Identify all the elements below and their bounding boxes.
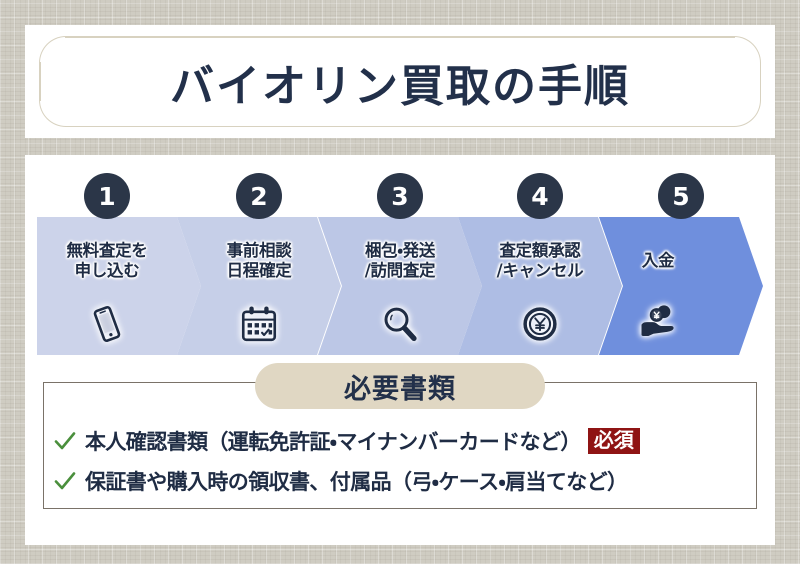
title-card: バイオリン買取の手順 <box>25 25 775 138</box>
check-icon <box>53 469 77 493</box>
document-item-text: 保証書や購入時の領収書、付属品（弓・ケース・肩当てなど） <box>85 470 628 494</box>
frame-line-right <box>759 62 761 101</box>
main-panel: 1 無料査定を 申し込む 2 事前相談 日程確定 3 梱包・発送 /訪問査定 4 査定額承認 … <box>25 155 775 545</box>
step-label: 無料査定を 申し込む <box>66 241 148 281</box>
frame-line-bottom <box>65 125 735 127</box>
document-item-text: 本人確認書類（運転免許証・マイナンバーカードなど） <box>85 430 581 454</box>
step-arrow-shape <box>318 217 482 355</box>
step-label: 事前相談 日程確定 <box>226 241 292 281</box>
frame-line-left <box>39 62 41 101</box>
required-badge: 必須 <box>587 427 640 455</box>
step-label: 査定額承認 /キャンセル <box>496 241 584 281</box>
step-2: 2 事前相談 日程確定 <box>177 173 341 355</box>
yen-coin-icon <box>470 301 610 347</box>
step-4: 4 査定額承認 /キャンセル <box>458 173 622 355</box>
step-arrow-shape <box>599 217 763 355</box>
smartphone-icon <box>37 301 177 347</box>
step-number-badge: 4 <box>517 173 563 219</box>
step-arrow-shape <box>458 217 622 355</box>
document-list-item: 保証書や購入時の領収書、付属品（弓・ケース・肩当てなど） <box>53 466 628 496</box>
step-number-badge: 3 <box>377 173 423 219</box>
step-number-badge: 5 <box>658 173 704 219</box>
step-1: 1 無料査定を 申し込む <box>37 173 201 355</box>
steps-flow: 1 無料査定を 申し込む 2 事前相談 日程確定 3 梱包・発送 /訪問査定 4 査定額承認 … <box>37 173 763 355</box>
page-title: バイオリン買取の手順 <box>170 60 630 112</box>
calendar-icon <box>189 301 329 347</box>
required-documents-title: 必要書類 <box>255 363 545 409</box>
decorative-frame <box>39 36 761 127</box>
step-number-badge: 1 <box>84 173 130 219</box>
step-3: 3 梱包・発送 /訪問査定 <box>318 173 482 355</box>
step-number-badge: 2 <box>236 173 282 219</box>
magnifier-icon <box>330 301 470 347</box>
step-label: 入金 <box>641 251 675 270</box>
step-label: 梱包・発送 /訪問査定 <box>364 241 436 281</box>
hand-money-icon <box>623 297 693 343</box>
frame-line-top <box>65 36 735 38</box>
document-list-item: 本人確認書類（運転免許証・マイナンバーカードなど） 必須 <box>53 426 640 456</box>
check-icon <box>53 429 77 453</box>
step-5: 5 入金 <box>599 173 763 355</box>
